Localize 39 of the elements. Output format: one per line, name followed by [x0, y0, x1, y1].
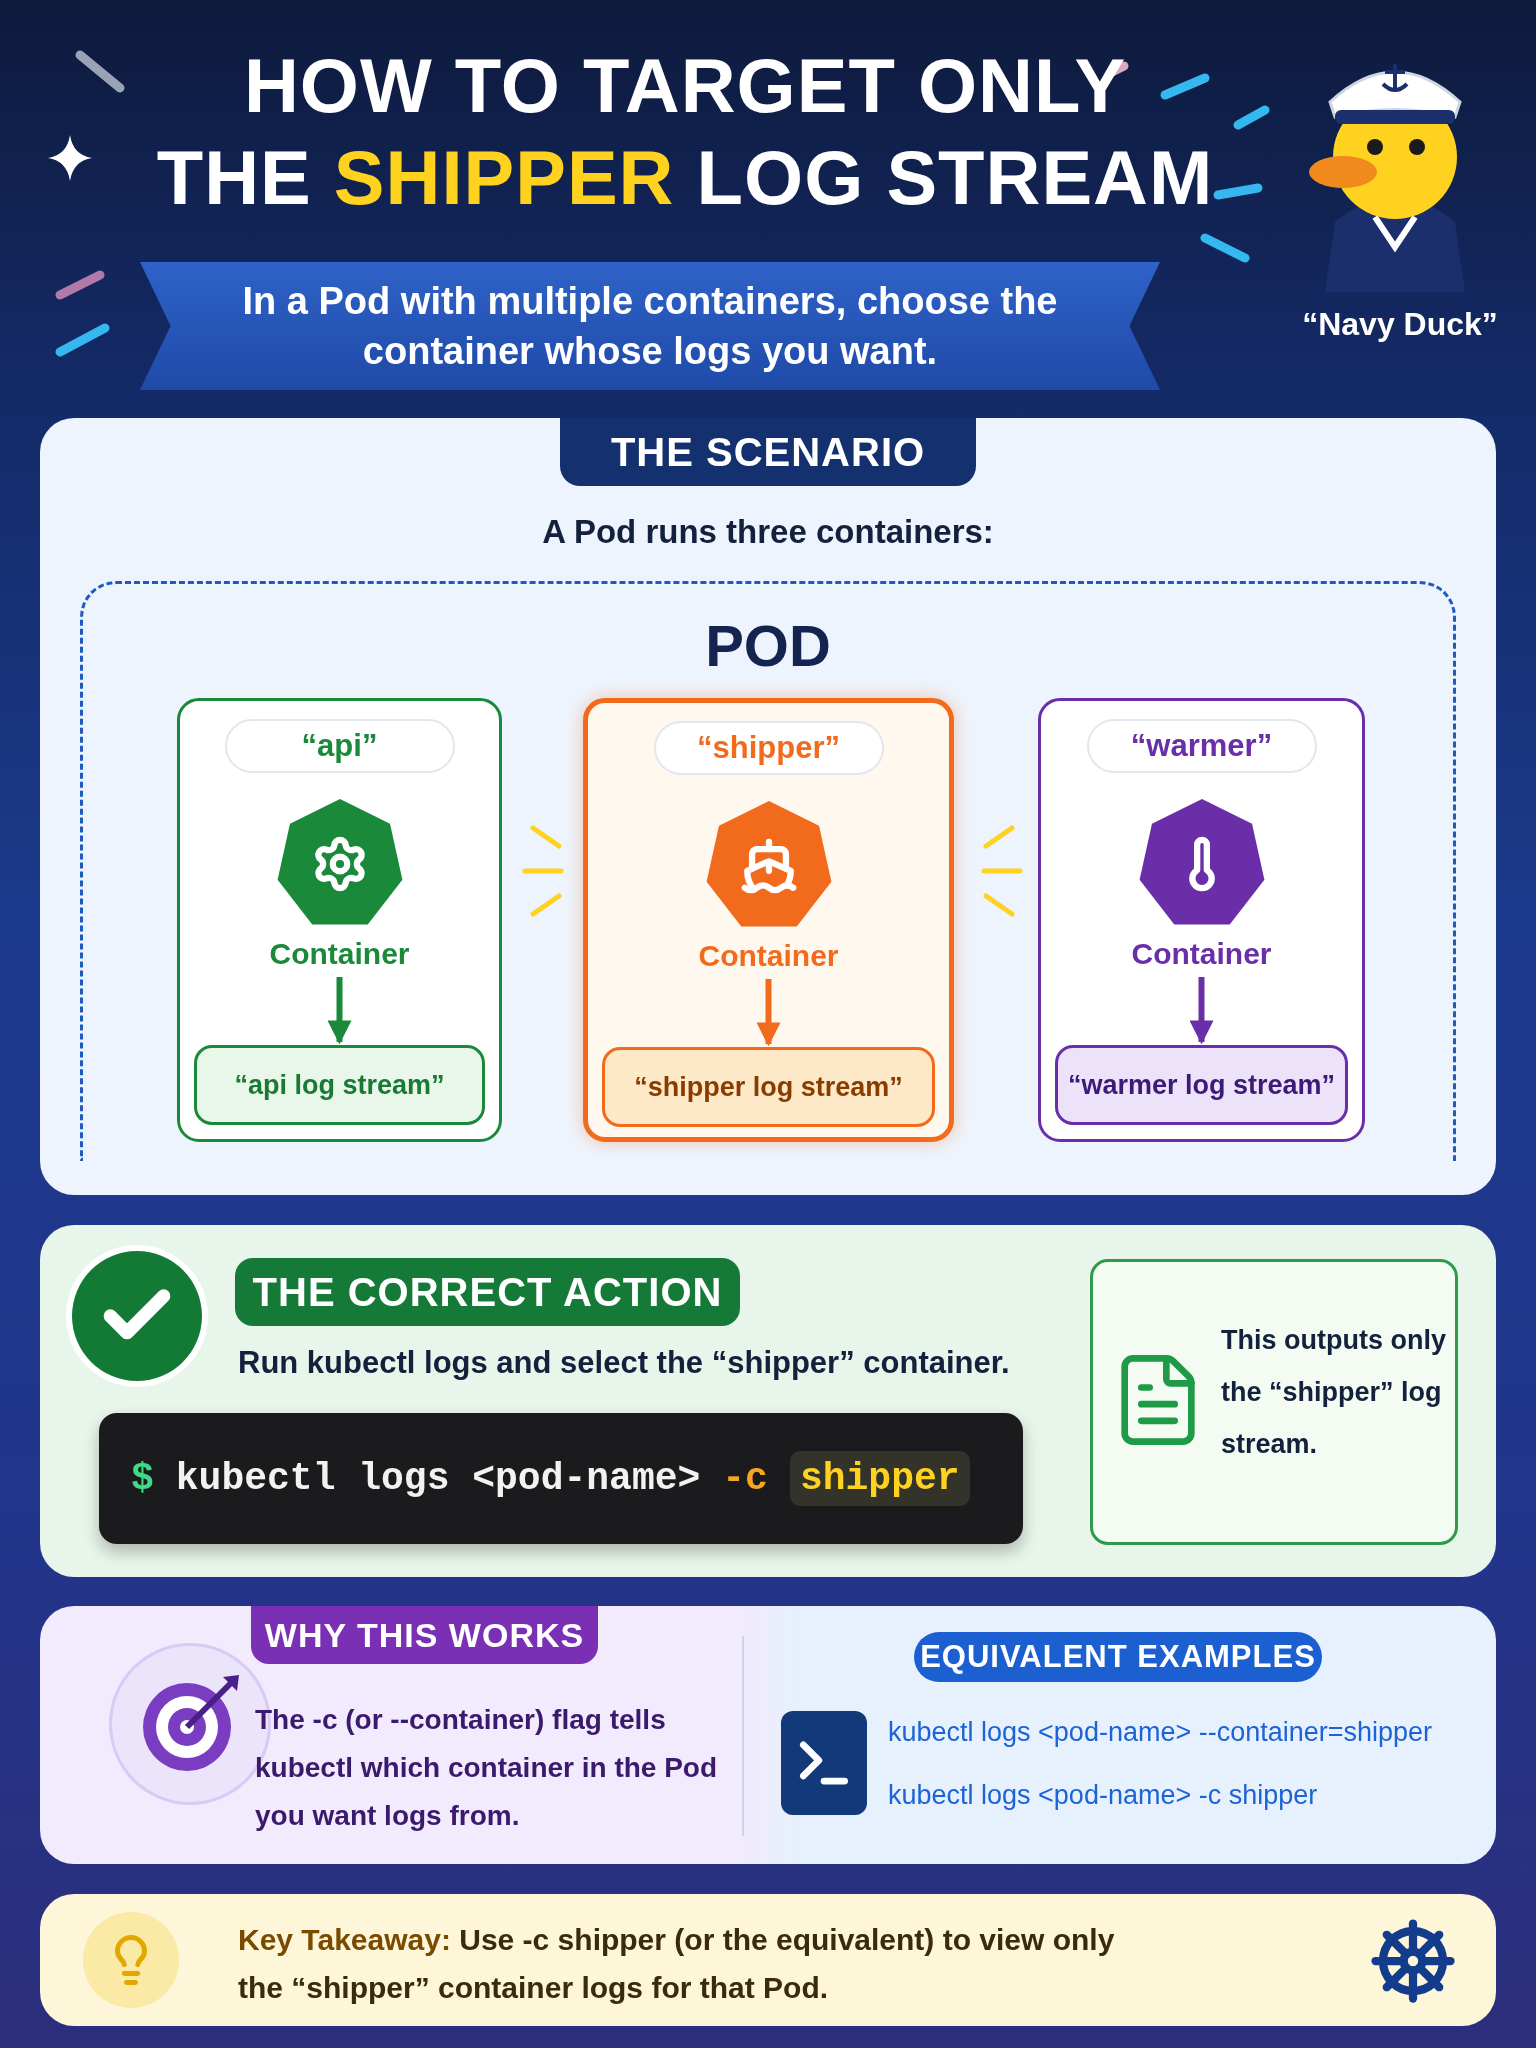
takeaway-banner [40, 1894, 1496, 2026]
command-text: $ [131, 1457, 154, 1500]
log-stream-box: “api log stream” [194, 1045, 485, 1125]
example-command: kubectl logs <pod-name> -c shipper [888, 1780, 1318, 1811]
section-tab: WHY THIS WORKS [251, 1606, 598, 1664]
container-name: “shipper” [653, 721, 884, 775]
action-panel [40, 1225, 1496, 1577]
scenario-panel [40, 418, 1496, 1195]
arrow [756, 979, 781, 1047]
subtitle: In a Pod with multiple containers, choose the container whose logs you want. [241, 279, 1059, 374]
log-stream-box: “warmer log stream” [1055, 1045, 1348, 1125]
container-name: “warmer” [1086, 719, 1317, 773]
container-label: Container [269, 937, 410, 971]
takeaway-text: Key Takeaway: Use -c shipper (or the equivalent) to view only the “shipper” container logs for that Pod. [238, 1922, 1116, 2006]
intro-text: A Pod runs three containers: [541, 513, 995, 551]
instruction-text: Run kubectl logs and select the “shipper” container. [238, 1344, 1011, 1382]
note-text: This outputs only the “shipper” log stream. [1221, 1324, 1446, 1461]
log-stream-box: “shipper log stream” [602, 1047, 935, 1127]
container-card [583, 698, 954, 1142]
pod-boundary [80, 581, 1456, 1161]
arrow [327, 977, 352, 1045]
command-text: shipper [789, 1451, 970, 1506]
arrow [1189, 977, 1214, 1045]
command-text: -c [722, 1457, 768, 1500]
pod-heading: POD [705, 612, 831, 679]
container-name: “api” [224, 719, 455, 773]
container-label: Container [698, 939, 839, 973]
section-tab: THE CORRECT ACTION [235, 1258, 740, 1326]
example-command: kubectl logs <pod-name> --container=shipper [888, 1717, 1433, 1748]
command-text: kubectl logs <pod-name> [175, 1457, 701, 1500]
section-tab: THE SCENARIO [560, 418, 976, 486]
output-note [1090, 1259, 1458, 1545]
container-card [177, 698, 502, 1142]
section-tab: EQUIVALENT EXAMPLES [914, 1632, 1322, 1682]
explanation-text: The -c (or --container) flag tells kubectl which container in the Pod you want logs from. [255, 1703, 719, 1833]
mascot-caption: “Navy Duck” [1301, 306, 1499, 343]
container-label: Container [1131, 937, 1272, 971]
container-card [1038, 698, 1365, 1142]
title: HOW TO TARGET ONLY THE SHIPPER LOG STREAM [155, 42, 1215, 222]
